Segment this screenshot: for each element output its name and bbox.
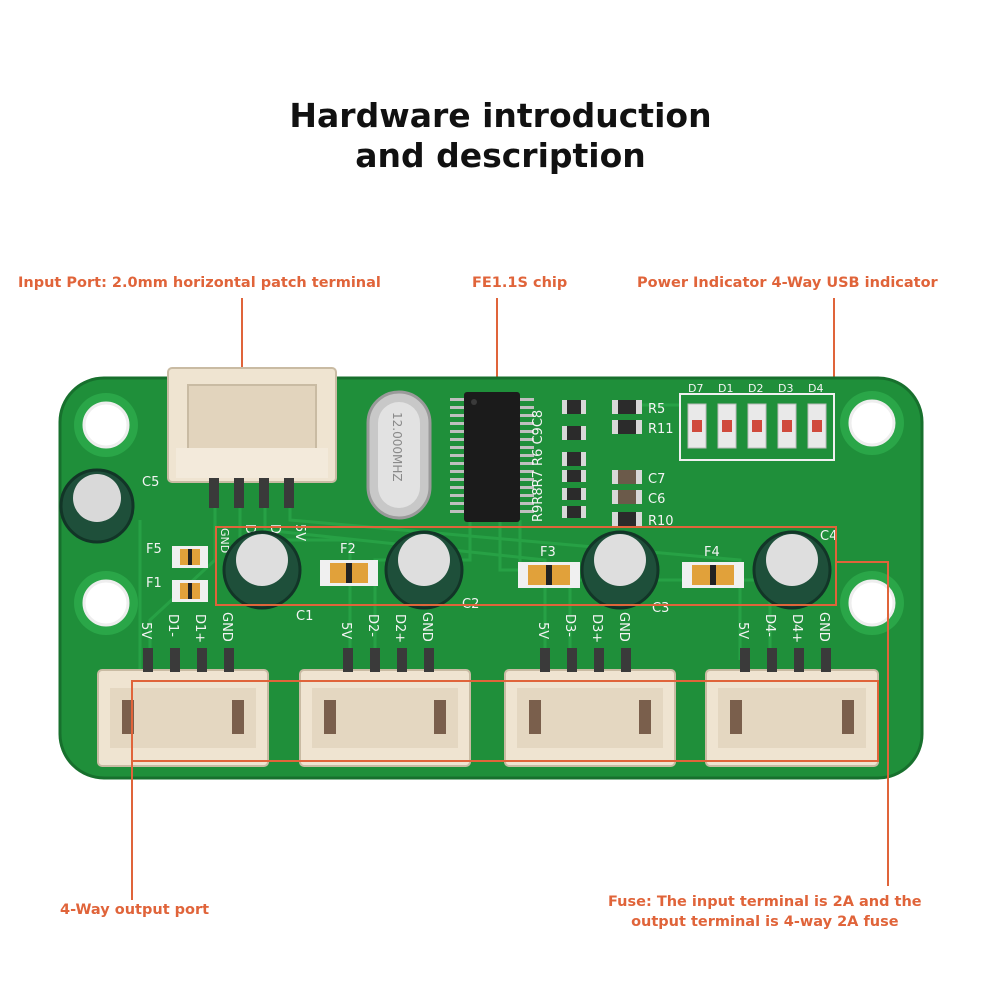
callout-chip: FE1.1S chip — [472, 275, 568, 291]
input-pin-label-3: 5V — [292, 524, 307, 541]
page-title: Hardware introduction and description — [0, 96, 1001, 176]
capacitor-c3 — [580, 530, 660, 610]
cap-label-0: C5 — [142, 475, 159, 490]
port4-pin-1: D4- — [762, 614, 777, 637]
callout-power-indicator: Power Indicator 4-Way USB indicator — [637, 275, 938, 291]
led-indicators — [687, 403, 827, 449]
led-label-4: D4 — [808, 382, 823, 395]
led-label-1: D1 — [718, 382, 733, 395]
output-connector-2 — [299, 669, 471, 767]
port4-pin-3: GND — [816, 612, 831, 642]
chip-side-labels: R9R8R7 R6 C9C8 — [531, 410, 546, 522]
port4-pin-2: D4+ — [789, 614, 804, 643]
input-pins — [209, 478, 294, 508]
resistor-label-4: R10 — [648, 514, 674, 529]
output-connector-1 — [97, 669, 269, 767]
callout-fuse-line-2: output terminal is 4-way 2A fuse — [631, 914, 899, 930]
port3-pin-1: D3- — [562, 614, 577, 637]
output-pins — [143, 648, 831, 672]
fuse-label-0: F5 — [146, 542, 162, 557]
output-connector-3 — [504, 669, 676, 767]
pcb-board-edge — [58, 376, 924, 780]
port3-pin-2: D3+ — [589, 614, 604, 643]
callout-output-port: 4-Way output port — [60, 902, 210, 918]
callout-fuse-line-1: Fuse: The input terminal is 2A and the — [608, 894, 922, 910]
output-highlight-box — [131, 680, 879, 762]
port3-pin-3: GND — [616, 612, 631, 642]
title-line-1: Hardware introduction — [289, 96, 712, 135]
fuse-label-3: F3 — [540, 545, 556, 560]
cap-label-1: C1 — [296, 609, 313, 624]
callout-fuse: Fuse: The input terminal is 2A and the o… — [608, 892, 922, 932]
smd-components — [562, 400, 642, 526]
crystal-label: 12.000MHZ — [390, 412, 404, 482]
port1-pin-1: D1- — [165, 614, 180, 637]
leader-fuse — [836, 561, 889, 886]
capacitor-c4 — [752, 530, 832, 610]
callout-input-port: Input Port: 2.0mm horizontal patch termi… — [18, 275, 381, 291]
led-labels: D7 D1 D2 D3 D4 — [688, 382, 823, 395]
led-label-0: D7 — [688, 382, 703, 395]
port4-pin-0: 5V — [735, 622, 750, 639]
port2-pin-1: D2- — [365, 614, 380, 637]
led-label-3: D3 — [778, 382, 793, 395]
port1-pin-2: D1+ — [192, 614, 207, 643]
input-connector — [167, 367, 337, 483]
mounting-holes — [74, 391, 904, 635]
fe11s-chip — [450, 392, 534, 522]
fuses — [172, 546, 744, 602]
cap-label-4: C4 — [820, 529, 837, 544]
port1-pin-0: 5V — [138, 622, 153, 639]
port2-pin-0: 5V — [338, 622, 353, 639]
title-line-2: and description — [355, 136, 646, 175]
port3-pin-0: 5V — [535, 622, 550, 639]
resistor-label-1: R11 — [648, 422, 674, 437]
port1-pin-3: GND — [219, 612, 234, 642]
resistor-labels: R5 R11 C7 C6 R10 — [648, 402, 674, 529]
cap-label-3: C3 — [652, 601, 669, 616]
crystal-oscillator: 12.000MHZ — [366, 390, 432, 520]
fuse-label-2: F2 — [340, 542, 356, 557]
led-block-outline — [679, 393, 835, 461]
resistor-label-0: R5 — [648, 402, 665, 417]
capacitor-c5 — [59, 468, 135, 544]
resistor-label-3: C6 — [648, 492, 665, 507]
port2-pin-3: GND — [419, 612, 434, 642]
output-connector-4 — [705, 669, 879, 767]
capacitor-c2 — [384, 530, 464, 610]
input-pin-label-0: GND — [218, 528, 231, 553]
resistor-label-2: C7 — [648, 472, 665, 487]
capacitor-c1 — [222, 530, 302, 610]
led-label-2: D2 — [748, 382, 763, 395]
port2-pin-2: D2+ — [392, 614, 407, 643]
fuse-label-4: F4 — [704, 545, 720, 560]
fuse-label-1: F1 — [146, 576, 162, 591]
fuse-labels: F5 F1 F2 F3 F4 — [146, 542, 720, 591]
fuse-highlight-box — [215, 526, 837, 606]
output-pin-labels: 5V D1- D1+ GND 5V D2- D2+ GND 5V D3- D3+… — [138, 612, 831, 643]
